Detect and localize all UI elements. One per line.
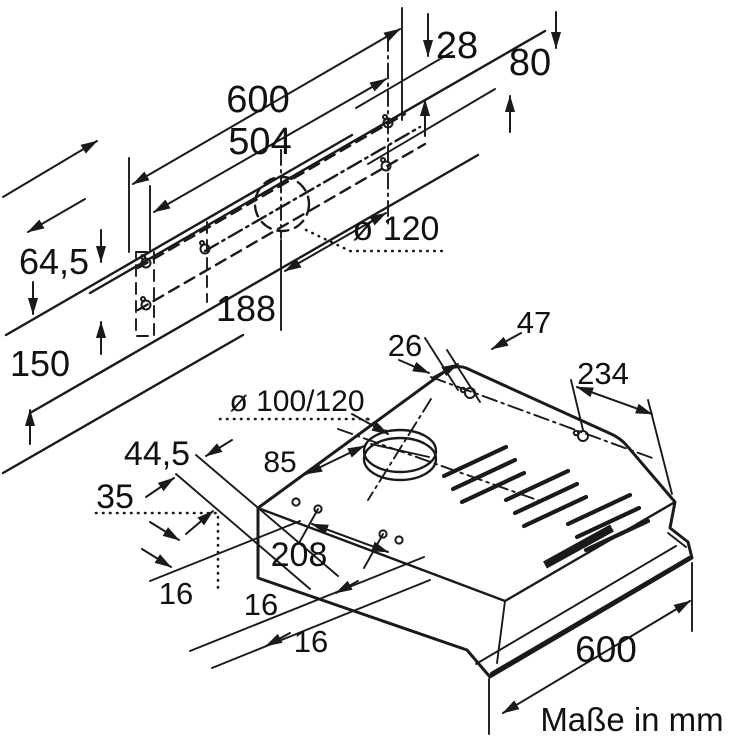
dim-85-hood: 85 xyxy=(263,445,365,479)
dim-label-template-150: 150 xyxy=(10,343,70,384)
dim-label-hood-26: 26 xyxy=(388,328,422,363)
dim-80-template: 80 xyxy=(504,11,562,133)
dim-label-template-188: 188 xyxy=(216,288,276,329)
dim-26-hood: 26 xyxy=(388,328,459,391)
dim-label-template-504: 504 xyxy=(228,121,291,163)
vent-grille xyxy=(441,444,651,553)
dim-label-hood-duct: ø 100/120 xyxy=(229,385,364,418)
hood-body-view: 26 47 234 ø 100/120 44,5 35 xyxy=(94,305,694,735)
dim-label-hood-47: 47 xyxy=(517,305,551,340)
front-screw-holes xyxy=(291,497,404,545)
dim-label-hood-35: 35 xyxy=(96,478,134,516)
dim-label-template-80: 80 xyxy=(509,42,551,84)
dim-16-steps-hood: 16 16 16 xyxy=(141,510,359,659)
handle-slot xyxy=(543,524,614,569)
dim-label-hood-85: 85 xyxy=(263,446,296,479)
dim-duct-hood: ø 100/120 xyxy=(218,385,389,435)
dim-label-template-duct: ø 120 xyxy=(353,210,440,248)
wall-template-view: 600 504 28 80 64,5 150 188 xyxy=(1,7,562,475)
dim-150-template: 150 xyxy=(10,321,107,445)
dim-47-hood: 47 xyxy=(431,305,551,403)
dim-208-hood: 208 xyxy=(271,508,389,574)
dim-duct-template: ø 120 xyxy=(304,210,450,253)
dim-label-template-600: 600 xyxy=(226,79,289,121)
units-caption: Maße in mm xyxy=(540,701,723,736)
dim-label-template-64-5: 64,5 xyxy=(19,241,89,282)
dim-44-5-hood: 44,5 xyxy=(124,435,233,473)
dim-label-template-28: 28 xyxy=(436,25,478,67)
duct-collar xyxy=(337,398,541,502)
dim-504-template: 504 xyxy=(153,78,387,213)
dim-label-hood-208: 208 xyxy=(271,536,328,574)
dim-label-hood-600: 600 xyxy=(575,629,637,670)
dim-234-hood: 234 xyxy=(570,356,673,495)
dim-label-hood-234: 234 xyxy=(577,356,629,391)
dim-label-hood-16b: 16 xyxy=(244,587,278,622)
dim-188-template: 188 xyxy=(216,212,387,329)
dim-label-hood-16c: 16 xyxy=(294,624,328,659)
dim-64-5-template: 64,5 xyxy=(19,229,107,315)
dim-600-hood: 600 xyxy=(488,562,693,735)
dim-28-template: 28 xyxy=(419,13,478,137)
dim-35-hood: 35 xyxy=(94,477,220,590)
dim-label-hood-44-5: 44,5 xyxy=(124,435,190,473)
dim-label-hood-16a: 16 xyxy=(159,576,193,611)
